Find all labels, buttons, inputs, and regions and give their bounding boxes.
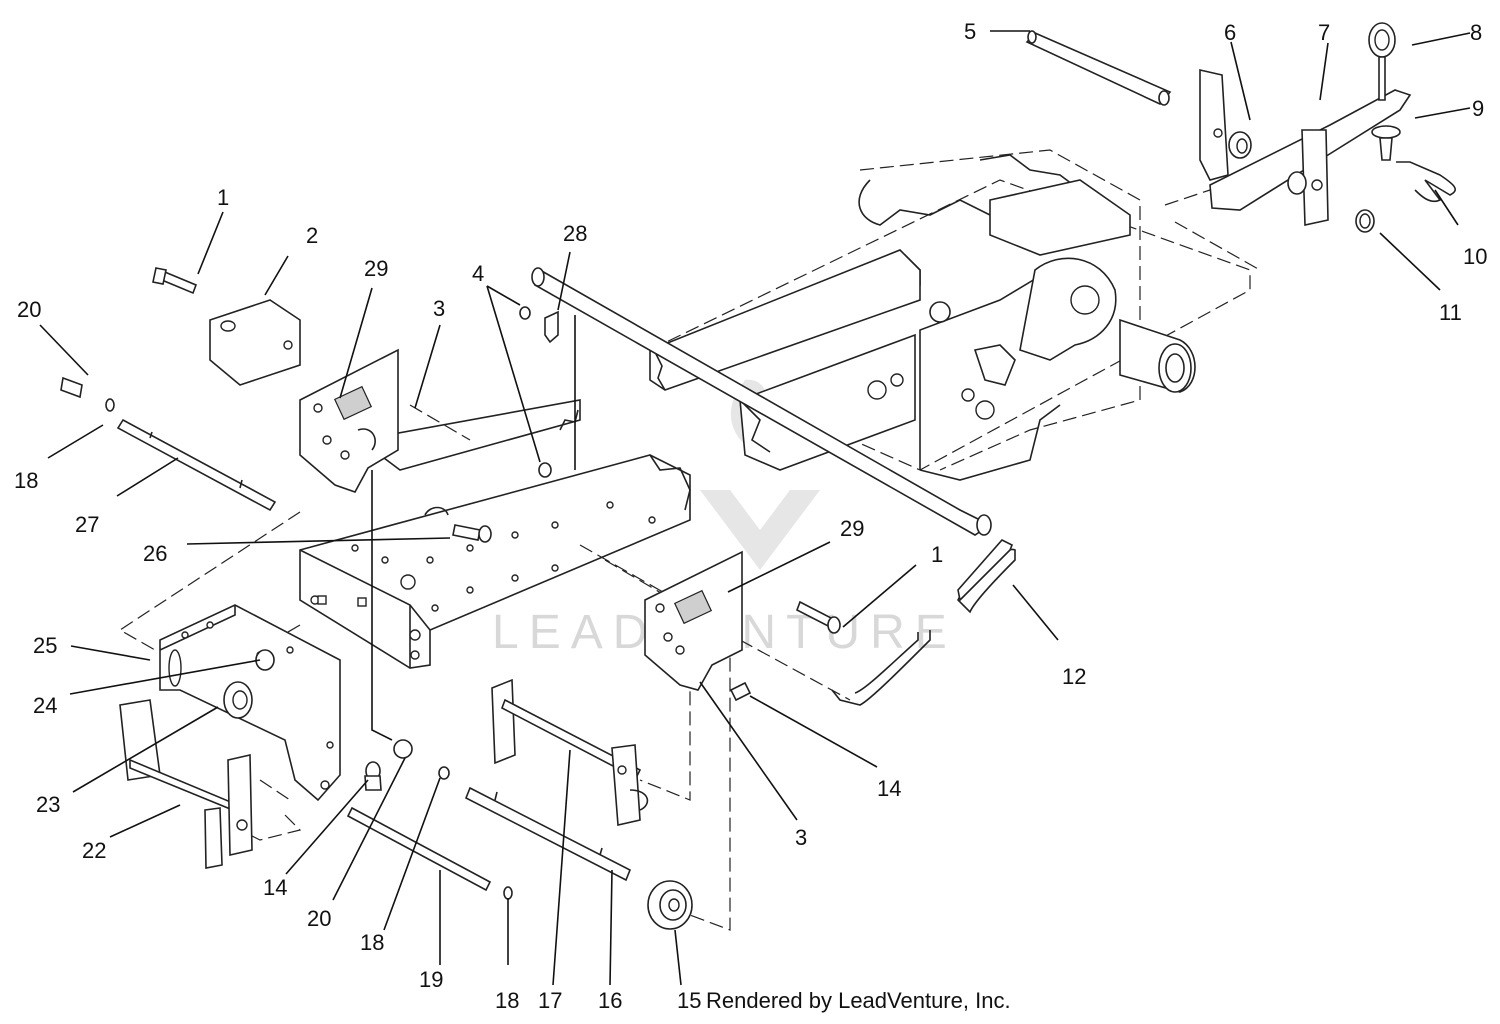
callout-3-bottom: 3 (795, 825, 807, 850)
callout-17: 17 (538, 988, 562, 1013)
callout-16: 16 (598, 988, 622, 1013)
callout-8: 8 (1470, 20, 1482, 45)
center-rods (346, 678, 693, 930)
rear-frame-rails (531, 249, 992, 536)
callout-14-left: 14 (263, 875, 287, 900)
callout-26: 26 (143, 541, 167, 566)
leader-lines (39, 30, 1471, 986)
callout-11: 11 (1439, 300, 1462, 325)
callout-18-far: 18 (495, 988, 519, 1013)
hitch-assembly (1025, 22, 1456, 271)
callout-15: 15 (677, 988, 701, 1013)
callout-20-left: 20 (17, 297, 41, 322)
callout-12: 12 (1062, 664, 1086, 689)
callout-29-right: 29 (840, 516, 864, 541)
callout-19: 19 (419, 967, 443, 992)
callout-29-left: 29 (364, 256, 388, 281)
callout-labels: 5 6 7 8 9 10 11 1 2 29 3 4 28 20 18 27 2… (14, 19, 1487, 1013)
callout-1-top: 1 (217, 185, 229, 210)
callout-18-bottom: 18 (360, 930, 384, 955)
callout-2: 2 (306, 223, 318, 248)
right-plate (644, 539, 1016, 706)
callout-10: 10 (1463, 244, 1487, 269)
callout-22: 22 (82, 838, 106, 863)
callout-9: 9 (1472, 96, 1484, 121)
callout-28: 28 (563, 221, 587, 246)
callout-27: 27 (75, 512, 99, 537)
callout-23: 23 (36, 792, 60, 817)
callout-20-bottom: 20 (307, 906, 331, 931)
callout-18-left: 18 (14, 468, 38, 493)
assembly-guide-lines (118, 315, 851, 931)
callout-7: 7 (1318, 20, 1330, 45)
main-frame (299, 399, 691, 669)
callout-25: 25 (33, 633, 57, 658)
callout-6: 6 (1224, 20, 1236, 45)
callout-3-top: 3 (433, 296, 445, 321)
left-brackets (60, 267, 559, 543)
callout-14-right: 14 (877, 776, 901, 801)
lower-left-bracket (119, 604, 382, 869)
callout-4: 4 (472, 261, 484, 286)
callout-24: 24 (33, 693, 57, 718)
callout-5: 5 (964, 19, 976, 44)
callout-1-right: 1 (931, 542, 943, 567)
credit-text: Rendered by LeadVenture, Inc. (706, 988, 1011, 1013)
